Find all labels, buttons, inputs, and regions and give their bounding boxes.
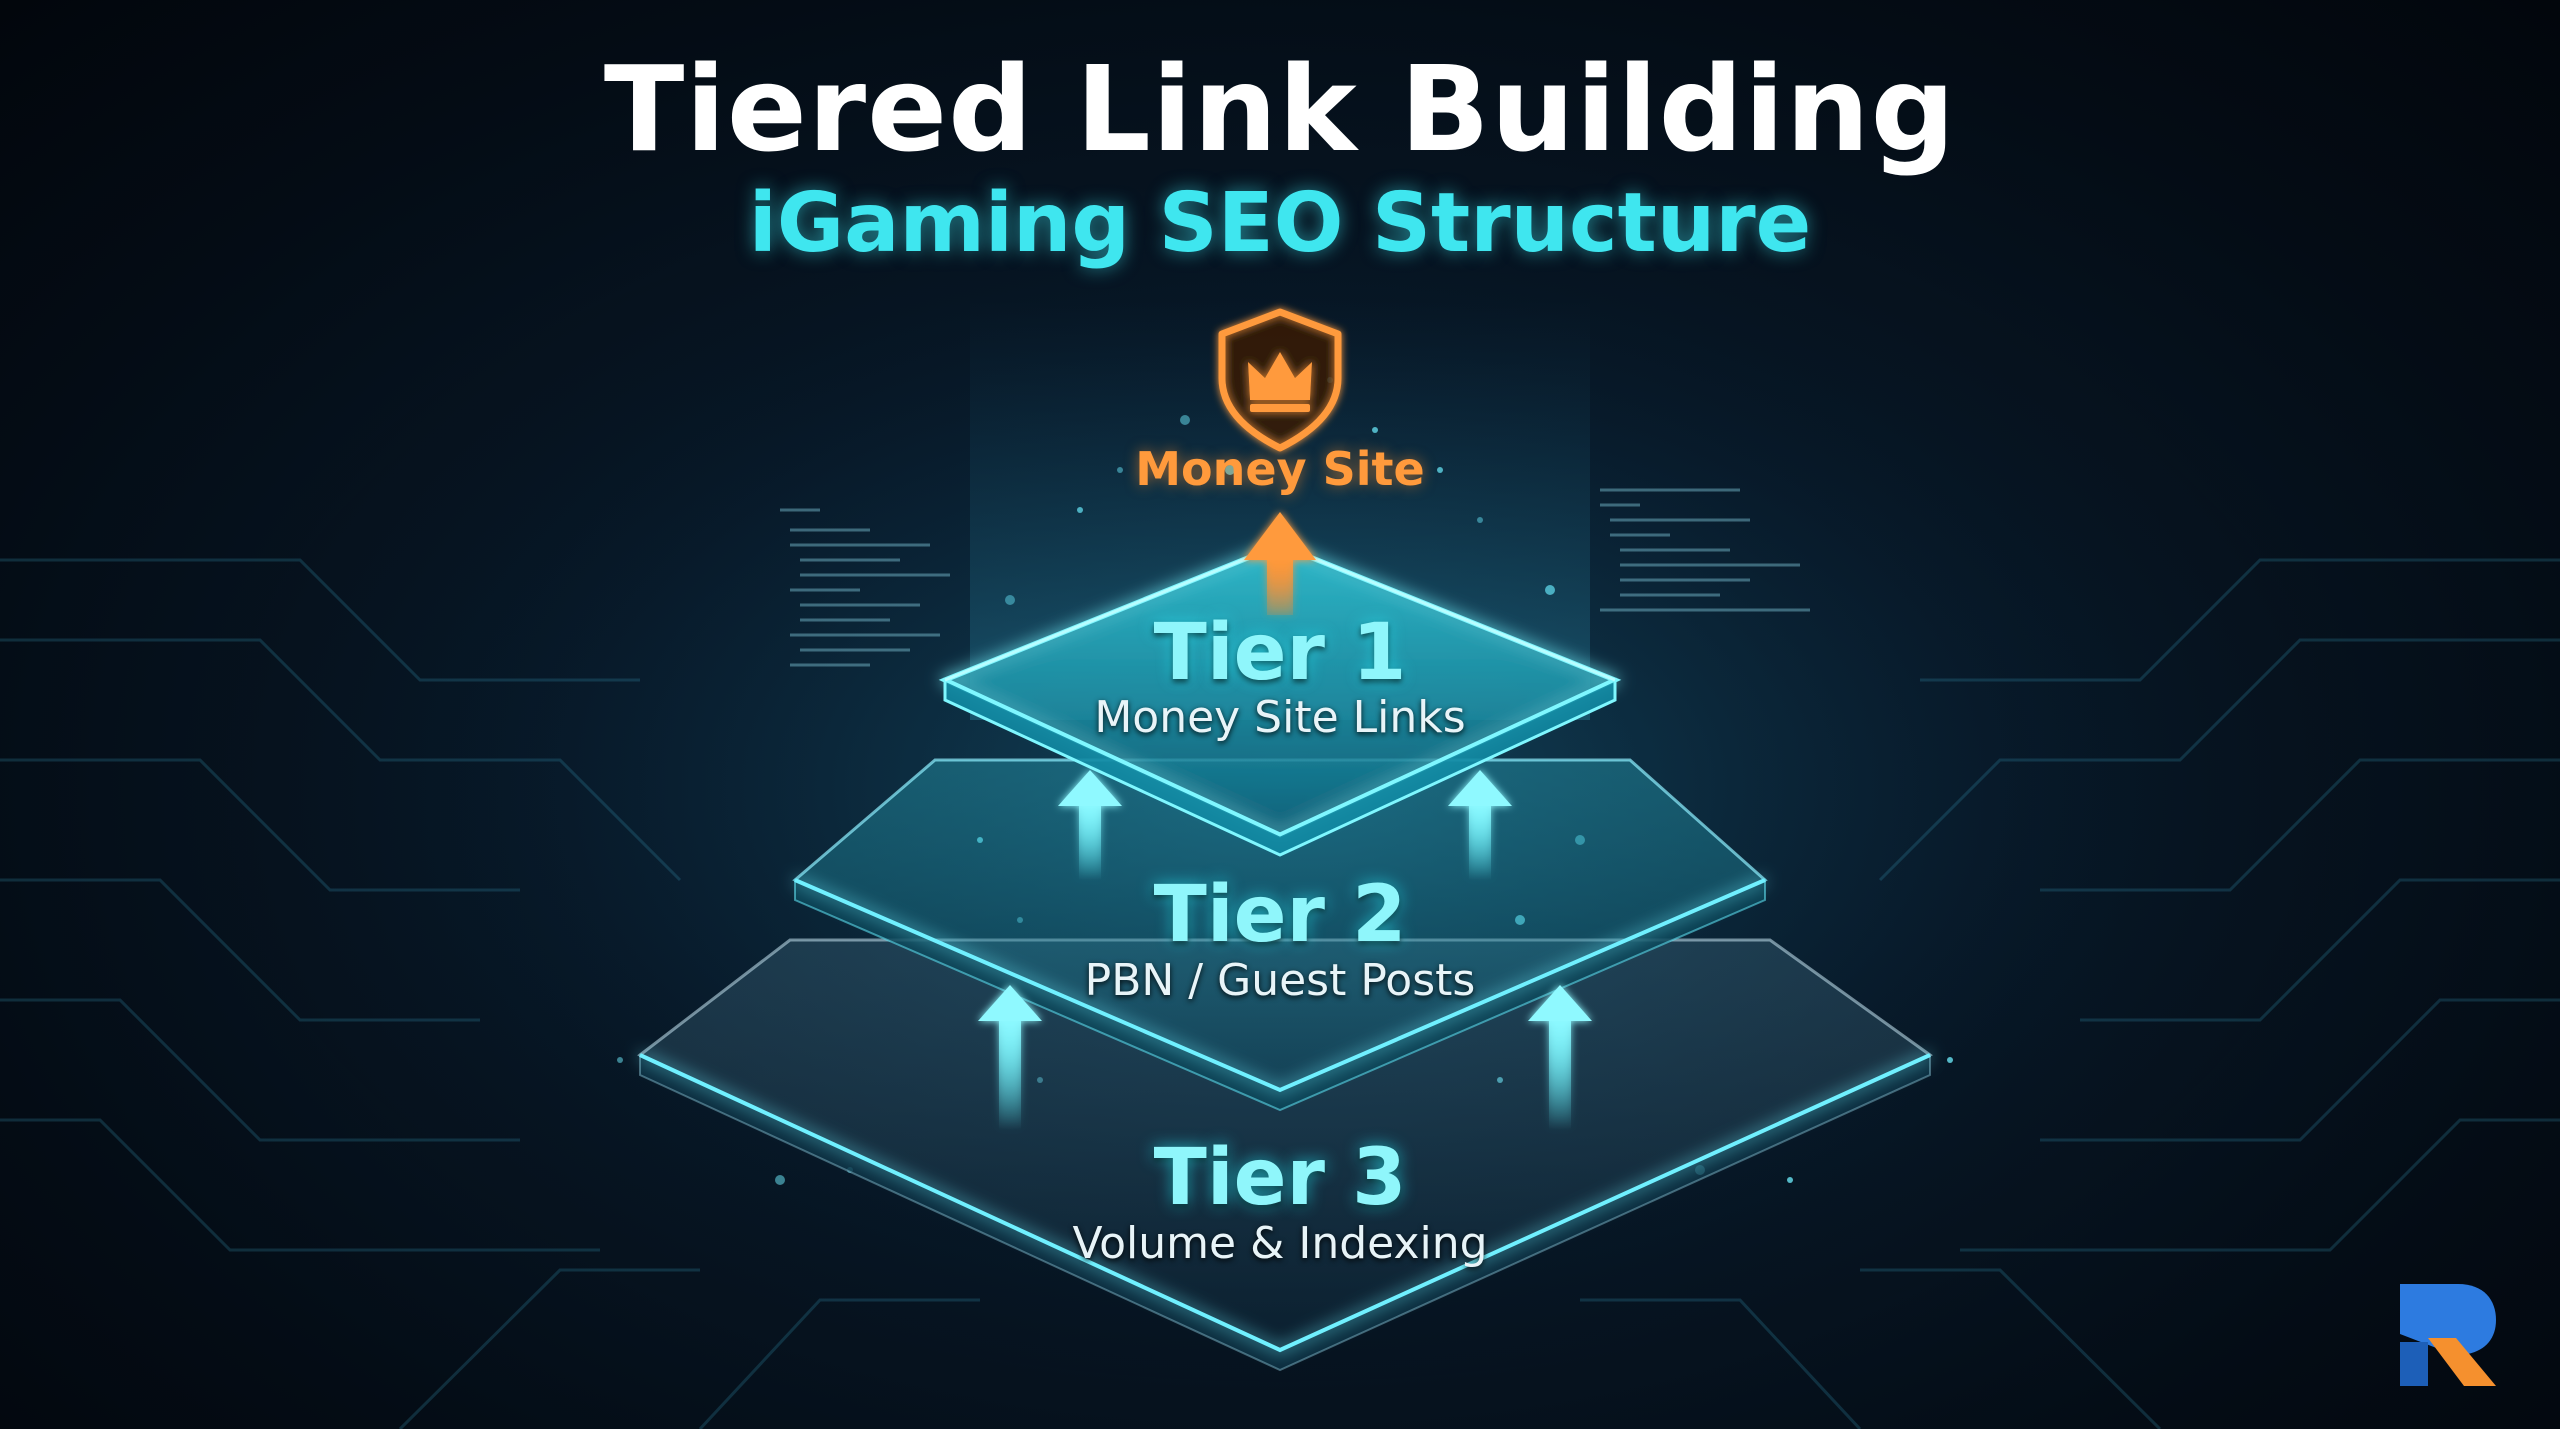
link-flow-arrow <box>1058 770 1122 880</box>
circuit-trace <box>0 878 480 1022</box>
circuit-trace <box>2080 878 2560 1022</box>
glow-particle <box>617 1057 623 1063</box>
tier-3-layer <box>637 938 1933 1372</box>
brand-r-logo <box>2400 1284 2496 1386</box>
money-site-label: Money Site <box>1135 442 1425 496</box>
tier-1-name: Tier 1 <box>1153 608 1407 698</box>
diagram-title: Tiered Link Building <box>603 40 1957 178</box>
circuit-trace <box>0 1118 600 1252</box>
circuit-trace <box>0 558 640 682</box>
tier-3-name: Tier 3 <box>1153 1133 1407 1223</box>
link-flow-arrow <box>1528 985 1592 1130</box>
glow-particle <box>775 1175 785 1185</box>
diagram-subtitle: iGaming SEO Structure <box>748 176 1812 271</box>
circuit-trace <box>1960 1118 2560 1252</box>
tier-2-name: Tier 2 <box>1153 870 1407 960</box>
code-panel-left <box>780 508 950 667</box>
circuit-trace <box>0 758 520 892</box>
shield-crown-icon <box>1218 308 1342 452</box>
circuit-trace <box>0 998 520 1142</box>
circuit-trace <box>398 1268 700 1429</box>
glow-particle <box>1787 1177 1793 1183</box>
circuit-trace <box>1878 638 2560 882</box>
circuit-trace <box>1580 1298 1862 1429</box>
tier-2-layer <box>792 758 1768 1112</box>
circuit-trace <box>2040 758 2560 892</box>
glow-particle <box>1947 1057 1953 1063</box>
tier-3-description: Volume & Indexing <box>1072 1218 1488 1269</box>
money-site-arrow <box>1244 512 1316 615</box>
code-panel-right <box>1600 488 1810 612</box>
circuit-trace <box>2040 998 2560 1142</box>
circuit-trace <box>1860 1268 2162 1429</box>
link-flow-arrow <box>978 985 1042 1130</box>
tier-1-description: Money Site Links <box>1094 692 1466 743</box>
link-flow-arrow <box>1448 770 1512 880</box>
circuit-trace <box>0 638 682 882</box>
circuit-trace <box>1920 558 2560 682</box>
circuit-trace <box>698 1298 980 1429</box>
tier-2-description: PBN / Guest Posts <box>1084 955 1476 1006</box>
